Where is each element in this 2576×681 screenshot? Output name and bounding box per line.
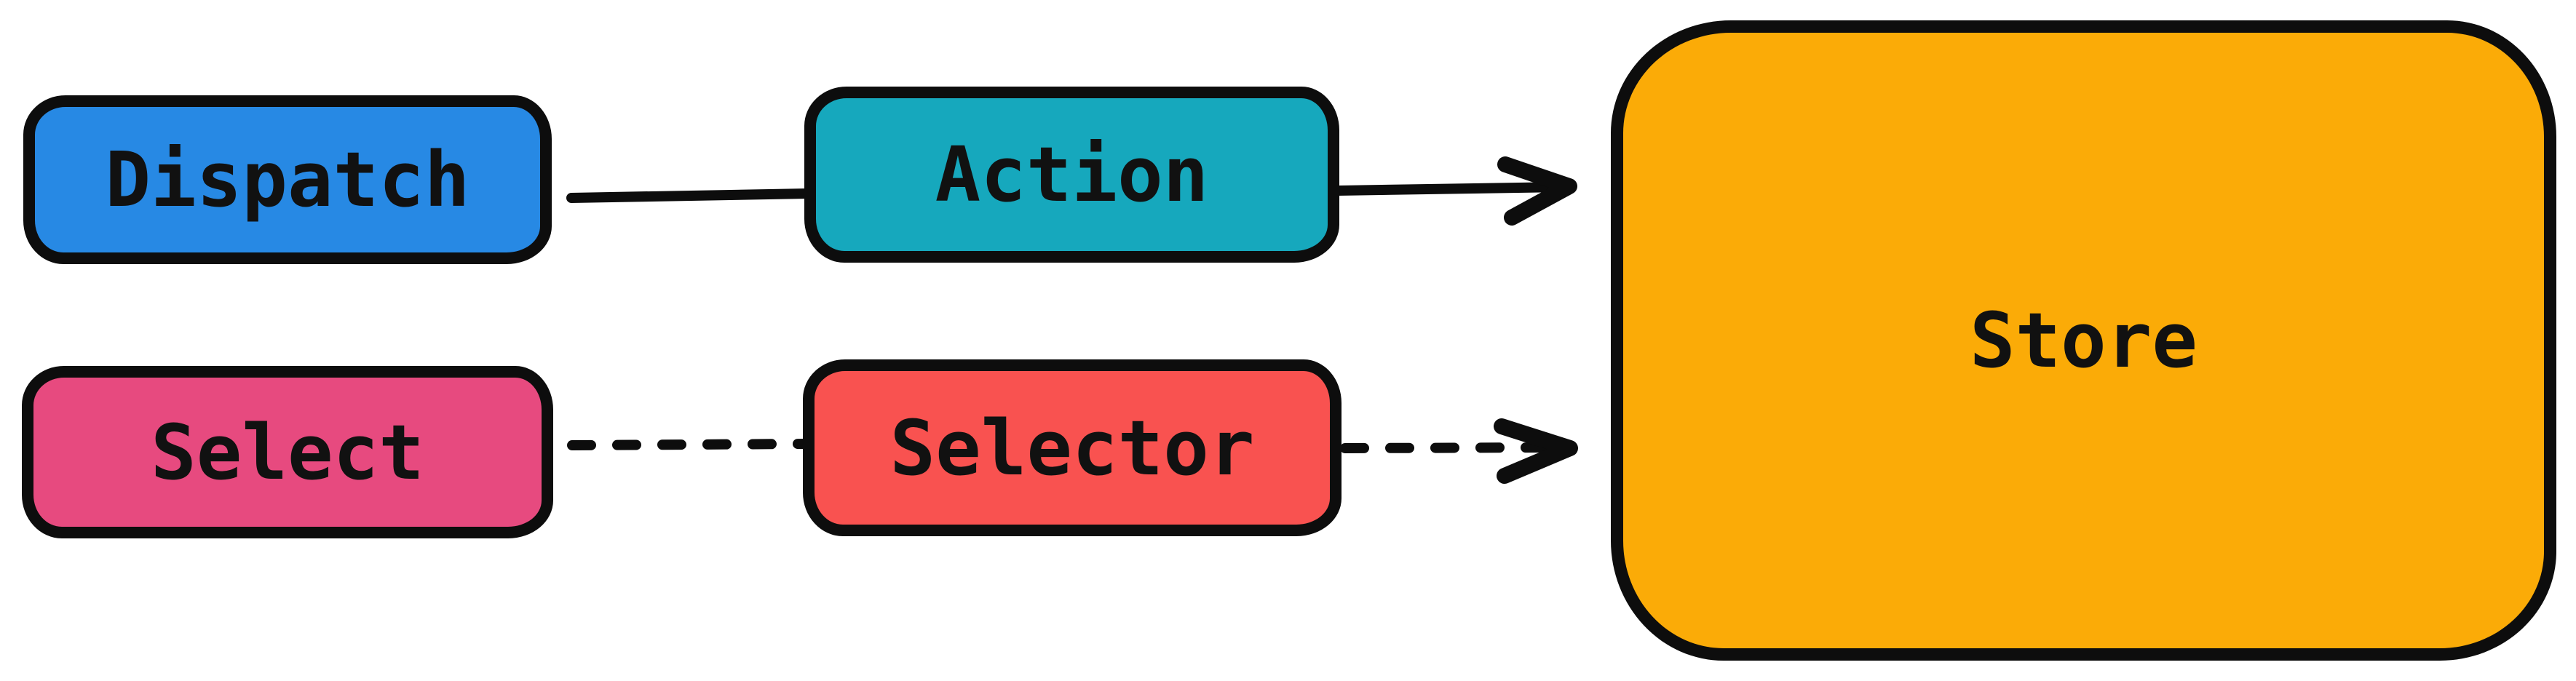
edge-action-store[interactable] bbox=[1333, 156, 1577, 226]
node-store[interactable]: Store bbox=[1611, 20, 2556, 661]
edge-selector-store[interactable] bbox=[1340, 418, 1578, 484]
arrowhead-action-store bbox=[1497, 156, 1577, 226]
node-select[interactable]: Select bbox=[22, 366, 553, 538]
node-select-label: Select bbox=[151, 407, 424, 497]
node-store-label: Store bbox=[1969, 296, 2198, 385]
edge-dispatch-action[interactable] bbox=[566, 188, 813, 203]
node-selector[interactable]: Selector bbox=[803, 359, 1341, 536]
edge-select-selector[interactable] bbox=[567, 439, 812, 450]
node-action-label: Action bbox=[935, 130, 1209, 219]
arrowhead-selector-store bbox=[1494, 418, 1578, 484]
node-dispatch[interactable]: Dispatch bbox=[23, 95, 552, 264]
node-action[interactable]: Action bbox=[804, 87, 1339, 263]
node-dispatch-label: Dispatch bbox=[105, 135, 470, 224]
node-selector-label: Selector bbox=[889, 403, 1255, 493]
